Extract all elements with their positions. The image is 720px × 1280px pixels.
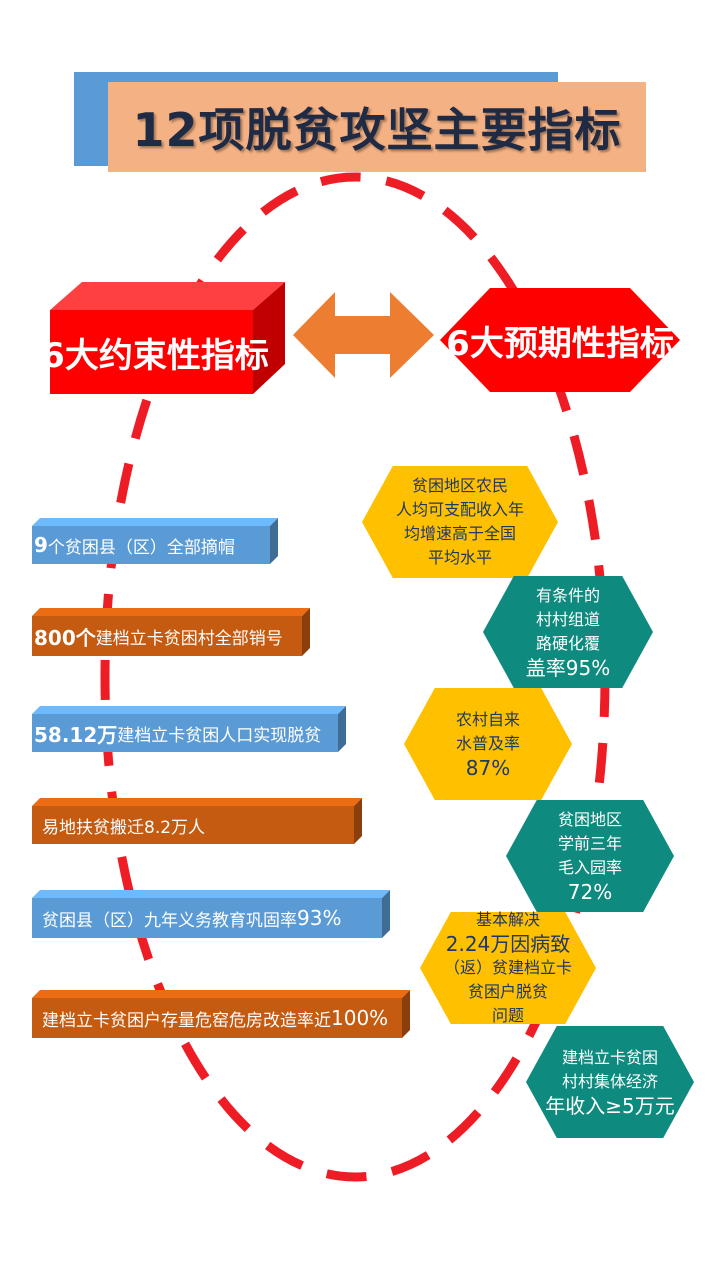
expected-item-4: 贫困地区学前三年毛入园率 72% bbox=[506, 800, 674, 912]
constraint-bar-6 bbox=[32, 990, 410, 1038]
expected-item-line: 村村集体经济 bbox=[561, 1072, 658, 1091]
constraint-bar-2 bbox=[32, 608, 310, 656]
expected-item-line: 农村自来 bbox=[455, 710, 520, 729]
double-arrow-icon bbox=[293, 292, 434, 378]
expected-item-line: 平均水平 bbox=[427, 548, 492, 567]
constraint-header-box bbox=[50, 282, 285, 394]
expected-item-line: 87% bbox=[465, 756, 511, 780]
constraint-item-text: 个贫困县（区）全部摘帽 bbox=[47, 537, 235, 558]
expected-header-hexagon bbox=[440, 288, 680, 392]
expected-item-line: 水普及率 bbox=[455, 734, 520, 753]
constraint-bar-4 bbox=[32, 798, 362, 844]
constraint-header-label: 6大约束性指标 bbox=[41, 335, 269, 376]
page-title: 12项脱贫攻坚主要指标 bbox=[132, 103, 622, 157]
expected-item-line: 基本解决 bbox=[475, 910, 540, 929]
expected-item-line: 盖率95% bbox=[525, 656, 611, 680]
expected-header-label: 6大预期性指标 bbox=[446, 323, 674, 364]
expected-item-line: 学前三年 bbox=[557, 834, 622, 853]
constraint-item-text: 建档立卡贫困户存量危窑危房改造率近 bbox=[42, 1010, 331, 1031]
expected-item-line: 72% bbox=[567, 880, 613, 904]
constraint-bar-3 bbox=[32, 706, 346, 752]
expected-item-line: 2.24万因病致 bbox=[445, 932, 571, 956]
constraint-item-4: 易地扶贫搬迁8.2万人 bbox=[42, 806, 205, 844]
expected-item-6: 建档立卡贫困村村集体经济年收入≥5万元 bbox=[526, 1026, 694, 1138]
expected-hexagon-2 bbox=[483, 576, 653, 688]
constraint-item-text: 建档立卡贫困村全部销号 bbox=[95, 628, 283, 649]
constraint-item-number: 58.12万 bbox=[34, 722, 118, 747]
expected-item-1: 贫困地区农民人均可支配收入年均增速高于全国平均水平 bbox=[362, 466, 558, 578]
expected-item-line: 村村组道 bbox=[535, 610, 600, 629]
constraint-item-percent: 100% bbox=[331, 1006, 389, 1030]
expected-hexagon-1 bbox=[362, 466, 558, 578]
expected-item-line: （返）贫建档立卡 bbox=[443, 958, 572, 977]
constraint-bar-5 bbox=[32, 890, 390, 938]
expected-item-5: 基本解决 2.24万因病致 （返）贫建档立卡贫困户脱贫问题 bbox=[420, 910, 596, 1025]
constraint-item-3: 58.12万建档立卡贫困人口实现脱贫 bbox=[34, 714, 321, 752]
constraint-item-number: 9 bbox=[34, 533, 48, 557]
expected-hexagon-5 bbox=[420, 912, 596, 1024]
expected-item-line: 贫困户脱贫 bbox=[467, 982, 548, 1001]
constraint-item-number: 800个 bbox=[34, 625, 96, 650]
expected-item-line: 贫困地区 bbox=[557, 810, 622, 829]
expected-item-line: 人均可支配收入年 bbox=[395, 500, 524, 519]
constraint-item-text: 建档立卡贫困人口实现脱贫 bbox=[117, 725, 322, 746]
expected-hexagon-6 bbox=[526, 1026, 694, 1138]
expected-hexagon-4 bbox=[506, 800, 674, 912]
constraint-item-text: 贫困县（区）九年义务教育巩固率 bbox=[42, 910, 297, 931]
expected-hexagon-3 bbox=[404, 688, 572, 800]
expected-item-line: 问题 bbox=[491, 1006, 524, 1025]
expected-item-line: 毛入园率 bbox=[557, 858, 622, 877]
expected-item-line: 均增速高于全国 bbox=[403, 524, 516, 543]
constraint-bar-1 bbox=[32, 518, 278, 564]
expected-item-line: 有条件的 bbox=[535, 586, 600, 605]
expected-item-line: 贫困地区农民 bbox=[411, 476, 508, 495]
constraint-item-percent: 93% bbox=[297, 906, 342, 930]
title-background-orange bbox=[108, 82, 646, 172]
expected-item-line: 年收入≥5万元 bbox=[545, 1094, 675, 1118]
constraint-item-text: 易地扶贫搬迁8.2万人 bbox=[42, 817, 206, 838]
expected-item-line: 建档立卡贫困 bbox=[561, 1048, 658, 1067]
expected-item-2: 有条件的村村组道路硬化覆盖率95% bbox=[483, 576, 653, 688]
constraint-item-2: 800个建档立卡贫困村全部销号 bbox=[34, 616, 283, 656]
expected-item-3: 农村自来水普及率 87% bbox=[404, 688, 572, 800]
expected-item-line: 路硬化覆 bbox=[535, 634, 600, 653]
